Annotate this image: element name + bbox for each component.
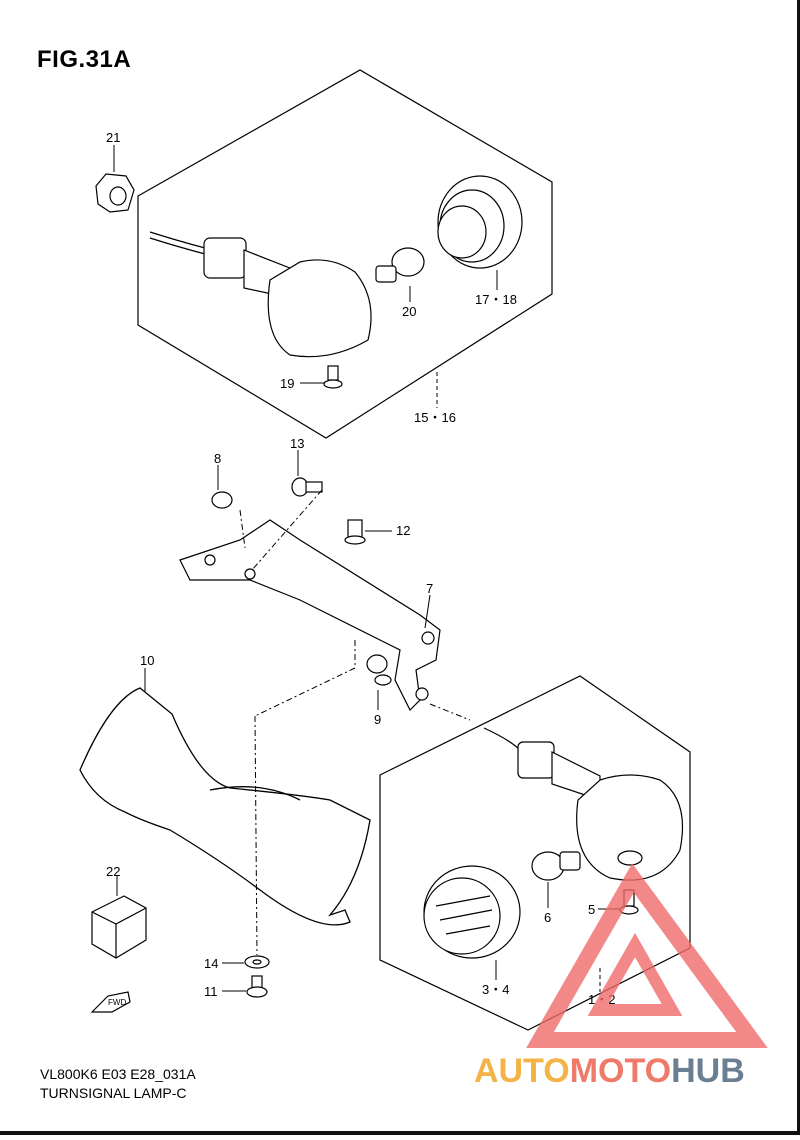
- figure-code: VL800K6 E03 E28_031A: [40, 1066, 196, 1082]
- callout-13: 13: [290, 436, 304, 451]
- part-15-16-lamp-body: [149, 231, 372, 358]
- part-3-4-lens: [423, 865, 521, 959]
- figure-title: FIG.31A: [37, 46, 132, 73]
- callout-22: 22: [106, 864, 120, 879]
- fwd-arrow: FWD: [90, 991, 131, 1013]
- watermark-logo: [526, 863, 768, 1048]
- watermark-part-moto: MOTO: [569, 1052, 672, 1090]
- part-22-relay: [91, 895, 147, 959]
- callout-5: 5: [588, 902, 595, 917]
- part-1-2-lamp-body: [483, 727, 684, 881]
- part-12-bolt: [344, 519, 366, 545]
- part-11-bolt: [246, 975, 268, 998]
- callout-3-4: 3・4: [482, 982, 509, 997]
- figure-name: TURNSIGNAL LAMP-C: [40, 1085, 187, 1101]
- part-14-washer: [244, 955, 270, 969]
- callout-10: 10: [140, 653, 154, 668]
- part-21-nut: [95, 173, 135, 213]
- upper-assembly-box: [137, 69, 553, 439]
- frame-border-right: [797, 0, 800, 1135]
- part-8-spacer: [211, 491, 233, 509]
- callout-19: 19: [280, 376, 294, 391]
- part-6-bulb: [531, 851, 581, 881]
- leader-lines: [113, 145, 620, 992]
- part-10-cover: [79, 687, 371, 926]
- part-20-bulb: [375, 247, 425, 283]
- callout-9: 9: [374, 712, 381, 727]
- callout-7: 7: [426, 581, 433, 596]
- callout-15-16: 15・16: [414, 410, 456, 425]
- callout-6: 6: [544, 910, 551, 925]
- frame-border-bottom: [0, 1131, 800, 1135]
- part-9-nut: [366, 654, 392, 686]
- part-7-bracket: [179, 519, 441, 712]
- callout-17-18: 17・18: [475, 292, 517, 307]
- callout-8: 8: [214, 451, 221, 466]
- callout-11: 11: [204, 984, 218, 999]
- fwd-label: FWD: [108, 998, 126, 1007]
- callout-12: 12: [396, 523, 410, 538]
- part-13-screw: [291, 477, 323, 497]
- watermark-text: AUTOMOTOHUB: [474, 1052, 745, 1091]
- watermark-part-auto: AUTO: [474, 1052, 570, 1090]
- part-17-18-lens: [437, 175, 523, 269]
- watermark-part-hub: HUB: [671, 1052, 745, 1090]
- callout-14: 14: [204, 956, 218, 971]
- callout-20: 20: [402, 304, 416, 319]
- part-19-screw: [323, 365, 343, 389]
- callout-21: 21: [106, 130, 120, 145]
